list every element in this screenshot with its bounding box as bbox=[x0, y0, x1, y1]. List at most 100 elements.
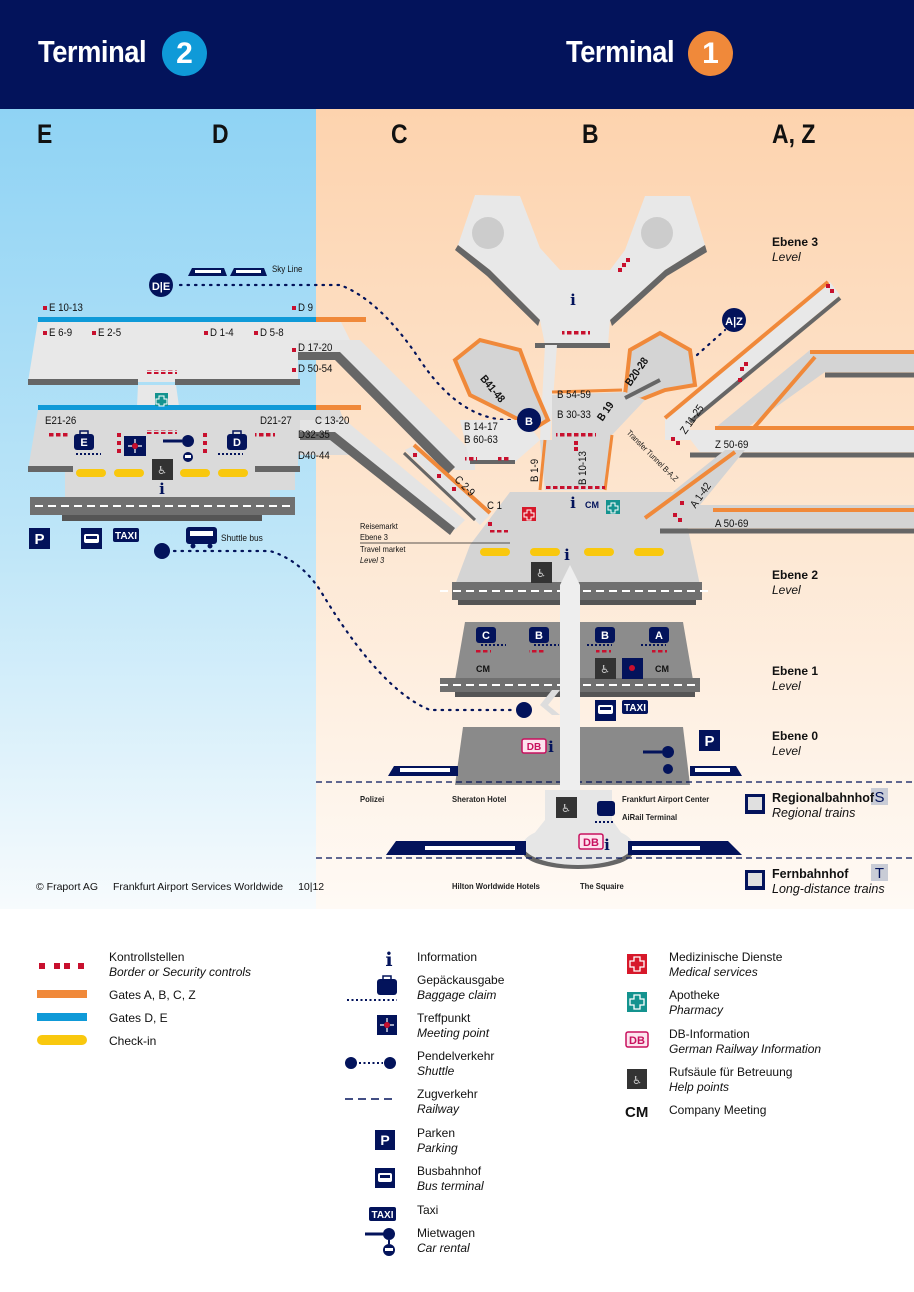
gate-label: A 50-69 bbox=[715, 518, 749, 530]
pier-label-c: C bbox=[391, 119, 408, 149]
gate-line-abcz bbox=[316, 317, 366, 322]
gates-de-line-icon bbox=[37, 1013, 87, 1021]
terminal-1-building: B i CM i ♿ bbox=[298, 195, 914, 890]
help-point-icon-t2: ♿ bbox=[152, 459, 173, 480]
help-point-icon-t1-l1: ♿ bbox=[595, 658, 616, 679]
regional-train-icon bbox=[388, 766, 742, 776]
s-bahn-badge bbox=[871, 788, 888, 805]
svg-text:♿: ♿ bbox=[561, 802, 571, 815]
car-rental-icon bbox=[365, 1228, 395, 1256]
gate-label: E 10-13 bbox=[49, 302, 83, 314]
s-bahn-badge-label: S bbox=[874, 789, 884, 806]
terminal-1-badge: 1 bbox=[688, 31, 733, 76]
parking-icon: P bbox=[375, 1130, 395, 1150]
bus-terminal-icon bbox=[375, 1168, 395, 1188]
svg-text:B: B bbox=[525, 416, 533, 428]
gate-label: E 6-9 bbox=[49, 327, 73, 339]
place-the-squaire: The Squaire bbox=[580, 881, 624, 891]
information-icon-t1-l3: i bbox=[570, 291, 576, 309]
shuttle-stop-t2 bbox=[154, 543, 170, 559]
b-stop bbox=[517, 408, 541, 432]
company-name: Frankfurt Airport Services Worldwide bbox=[112, 881, 284, 893]
gate-label: B 30-33 bbox=[557, 409, 591, 421]
t-badge-label: T bbox=[875, 865, 884, 882]
parking-icon-t1: P bbox=[699, 730, 720, 751]
svg-text:B: B bbox=[601, 630, 609, 642]
place-airport-center: Frankfurt Airport Center bbox=[622, 794, 710, 804]
gates-abcz-line-icon bbox=[37, 990, 87, 998]
company-meeting-label-l1-right: CM bbox=[655, 664, 669, 674]
railway-icon bbox=[345, 1098, 395, 1100]
terminal-2-title: Terminal bbox=[38, 34, 147, 69]
baggage-claim-e: E bbox=[74, 430, 101, 455]
svg-text:DB: DB bbox=[629, 1035, 645, 1047]
long-distance-station-icon bbox=[745, 870, 765, 890]
help-point-icon: ♿ bbox=[627, 1069, 647, 1089]
edition: 10|12 bbox=[298, 881, 325, 893]
checkin-counters-t2 bbox=[76, 469, 248, 477]
svg-text:♿: ♿ bbox=[536, 567, 546, 580]
skyline-label: Sky Line bbox=[272, 264, 303, 274]
gate-label: Z 50-69 bbox=[715, 439, 749, 451]
information-icon-t1-checkin: i bbox=[564, 546, 570, 564]
company-meeting-icon: CM bbox=[625, 1104, 648, 1121]
svg-text:P: P bbox=[380, 1132, 389, 1148]
gate-label: D21-27 bbox=[260, 415, 292, 427]
pier-label-b: B bbox=[582, 119, 599, 149]
svg-text:P: P bbox=[34, 531, 44, 548]
svg-text:♿: ♿ bbox=[157, 464, 167, 477]
shuttle-icon bbox=[345, 1057, 396, 1069]
medical-services-icon-t1 bbox=[522, 507, 536, 521]
svg-text:D: D bbox=[233, 437, 241, 449]
checkin-counters-t1 bbox=[480, 548, 664, 556]
car-rental-icon-t1 bbox=[643, 746, 674, 774]
map-drawing: E D ♿ i D|E P TAXI bbox=[28, 195, 914, 890]
gate-label: D 5-8 bbox=[260, 327, 284, 339]
travel-market-label-en: Travel market bbox=[360, 544, 406, 554]
header-bar: Terminal 2 Terminal 1 bbox=[0, 0, 914, 109]
az-stop bbox=[722, 308, 746, 332]
shuttle-bus-icon bbox=[186, 527, 217, 549]
travel-market-label-level-en: Level 3 bbox=[360, 555, 385, 565]
information-icon-t1-hall: i bbox=[570, 494, 576, 512]
svg-text:CM: CM bbox=[625, 1104, 648, 1121]
meeting-point-icon bbox=[377, 1015, 397, 1035]
skyline-route bbox=[178, 283, 512, 422]
map-footer: © Fraport AG Frankfurt Airport Services … bbox=[36, 881, 336, 893]
place-airail-terminal: AiRail Terminal bbox=[622, 812, 678, 822]
terminal-2-badge: 2 bbox=[162, 31, 207, 76]
regional-station-icon bbox=[745, 794, 765, 814]
pier-label-d: D bbox=[212, 119, 229, 149]
svg-text:TAXI: TAXI bbox=[371, 1210, 393, 1221]
help-point-icon-l0: ♿ bbox=[556, 797, 577, 818]
terminal-2-building: E D ♿ i D|E P TAXI bbox=[28, 268, 518, 712]
db-info-icon-station: DB bbox=[578, 833, 604, 850]
gate-label: C 13-20 bbox=[315, 415, 350, 427]
travel-market-label-level-de: Ebene 3 bbox=[360, 532, 388, 542]
svg-text:P: P bbox=[704, 733, 714, 750]
gate-label: E 2-5 bbox=[98, 327, 122, 339]
travel-market-label-de: Reisemarkt bbox=[360, 521, 398, 531]
medical-services-icon bbox=[627, 954, 647, 974]
bus-terminal-icon-t1 bbox=[595, 700, 616, 721]
gate-label: E21-26 bbox=[45, 415, 77, 427]
t-badge bbox=[871, 864, 888, 881]
svg-text:DB: DB bbox=[583, 837, 599, 849]
place-sheraton: Sheraton Hotel bbox=[452, 794, 507, 804]
gate-line-de bbox=[38, 317, 316, 322]
taxi-icon-t2: TAXI bbox=[113, 528, 139, 542]
pharmacy-icon-t1 bbox=[606, 500, 620, 514]
gate-label: D 17-20 bbox=[298, 342, 333, 354]
shuttle-bus-label: Shuttle bus bbox=[221, 533, 263, 544]
meeting-point-icon-t1 bbox=[622, 658, 643, 679]
terminal-map: E D C B A, Z bbox=[0, 109, 914, 909]
security-controls-t1 bbox=[413, 258, 834, 534]
gate-label: B 1-9 bbox=[529, 458, 541, 482]
bus-terminal-icon-t2 bbox=[81, 528, 102, 549]
car-rental-icon-t2 bbox=[163, 435, 194, 462]
